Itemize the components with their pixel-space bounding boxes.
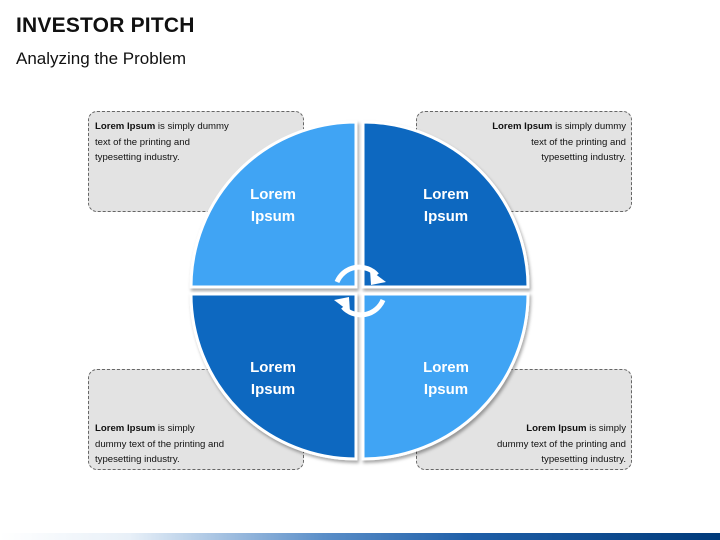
quadrant-bottom-left-label-line2: Ipsum [251,381,295,398]
quadrant-bottom-right-label-line1: Lorem [423,359,469,376]
note-line-1-rest: is simply [155,423,195,434]
note-line-3: typesetting industry. [95,152,180,163]
quadrant-bottom-right[interactable] [361,292,530,461]
note-bold-term: Lorem Ipsum [95,121,156,132]
note-line-2: dummy text of the printing and [496,438,626,450]
note-bold-term: Lorem Ipsum [95,423,156,434]
quadrant-bottom-left[interactable] [189,292,358,461]
note-line-3: typesetting industry. [541,152,626,163]
note-line-1: Lorem Ipsum is simply [95,421,295,437]
page-title: INVESTOR PITCH [16,14,195,37]
note-text-top-right: Lorem Ipsum is simply dummy text of the … [420,119,626,166]
note-text-top-left: Lorem Ipsum is simply dummy text of the … [95,119,295,166]
note-line-2: text of the printing and [95,136,190,148]
quadrant-bottom-right-label-line2: Ipsum [424,381,468,398]
note-line-3: typesetting industry. [541,454,626,465]
note-line-2: text of the printing and [531,136,626,148]
note-line-1-rest: is simply dummy [155,121,229,132]
quadrant-bottom-left-label-line1: Lorem [250,359,296,376]
cycle-arrows-icon [334,264,386,318]
quadrant-top-right[interactable] [361,120,530,289]
quadrant-top-right-label-line1: Lorem [423,186,469,203]
quadrant-top-right-label-line2: Ipsum [424,208,468,225]
note-line-1-rest: is simply [586,423,626,434]
page-subtitle: Analyzing the Problem [16,49,187,68]
note-text-bottom-right: Lorem Ipsum is simply dummy text of the … [420,421,626,468]
quadrant-top-left[interactable] [189,120,358,289]
note-line-1: Lorem Ipsum is simply dummy [420,119,626,135]
note-bold-term: Lorem Ipsum [492,121,553,132]
note-bold-term: Lorem Ipsum [526,423,587,434]
quadrant-top-left-label-line1: Lorem [250,186,296,203]
note-line-1-rest: is simply dummy [552,121,626,132]
note-line-2: dummy text of the printing and [95,438,225,450]
note-line-3: typesetting industry. [95,454,180,465]
footer-gradient-bar [0,533,720,540]
note-line-1: Lorem Ipsum is simply [420,421,626,437]
note-line-1: Lorem Ipsum is simply dummy [95,119,295,135]
quadrant-top-left-label-line2: Ipsum [251,208,295,225]
note-text-bottom-left: Lorem Ipsum is simply dummy text of the … [95,421,295,468]
